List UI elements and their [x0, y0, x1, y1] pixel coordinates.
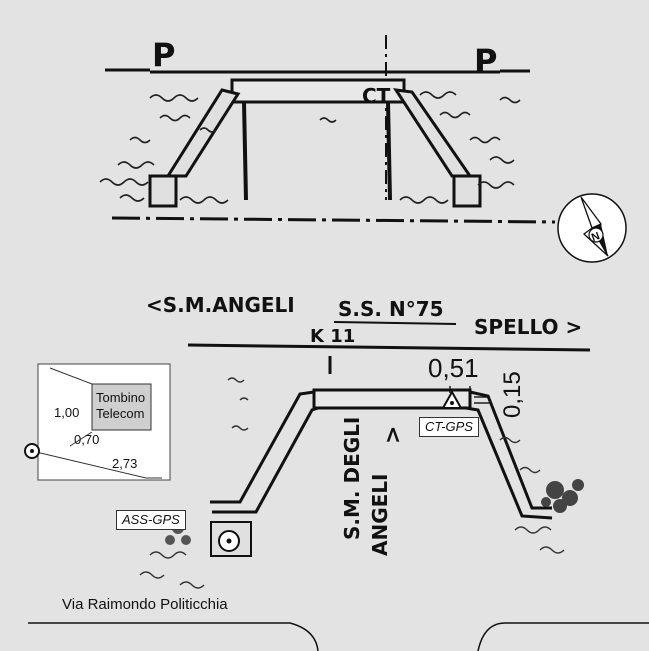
- compass-letter: N: [590, 230, 602, 244]
- culvert-slab-plan: [312, 388, 472, 410]
- marker-p-right: P: [474, 42, 497, 80]
- compass: N: [557, 193, 627, 263]
- side-road-line1: S.M. DEGLI: [340, 417, 364, 540]
- shrub-right: [541, 479, 584, 513]
- bottom-sketch: <S.M.ANGELI S.S. N°75 SPELLO > K 11 0,51…: [139, 293, 591, 589]
- ass-gps-label: ASS-GPS: [116, 510, 186, 530]
- inset-dist-1: 1,00: [54, 405, 79, 420]
- dim-offset-a: 0,51: [428, 353, 479, 383]
- left-wing-wall: [165, 88, 241, 178]
- inset-dist-3: 2,73: [112, 456, 137, 471]
- left-wing-plan: [210, 390, 315, 504]
- bottom-road-line: [187, 343, 591, 352]
- culvert-label: CT: [362, 84, 391, 108]
- ct-gps-label: CT-GPS: [419, 417, 479, 437]
- direction-left: <S.M.ANGELI: [146, 293, 295, 317]
- km-label: K 11: [310, 326, 355, 347]
- marker-p-left: P: [152, 36, 175, 74]
- vegetation-left: [99, 94, 229, 204]
- right-wing-plan: [469, 390, 552, 510]
- right-wing-wall: [392, 88, 473, 178]
- top-ground-line: [111, 216, 556, 224]
- dim-offset-b: 0,15: [499, 371, 526, 418]
- curb-right: [477, 622, 649, 651]
- street-curbs: [28, 622, 649, 651]
- ct-gps-marker: [441, 389, 463, 409]
- curb-left: [28, 622, 319, 651]
- top-sketch: P P CT: [99, 35, 556, 224]
- side-road-arrow: >: [381, 426, 406, 444]
- side-road-line2: ANGELI: [368, 474, 392, 556]
- road-name: S.S. N°75: [338, 297, 444, 321]
- direction-right: SPELLO >: [474, 315, 582, 339]
- tombino-line2: Telecom: [96, 406, 144, 421]
- vegetation-right: [319, 91, 521, 204]
- tombino-line1: Tombino: [96, 390, 145, 405]
- inset-detail: Tombino Telecom 1,00 0,70 2,73: [24, 363, 171, 481]
- tombino-box: [91, 383, 152, 431]
- street-name: Via Raimondo Politicchia: [62, 596, 228, 613]
- inset-dist-2: 0,70: [74, 432, 99, 447]
- vegetation-bottom: [139, 377, 565, 589]
